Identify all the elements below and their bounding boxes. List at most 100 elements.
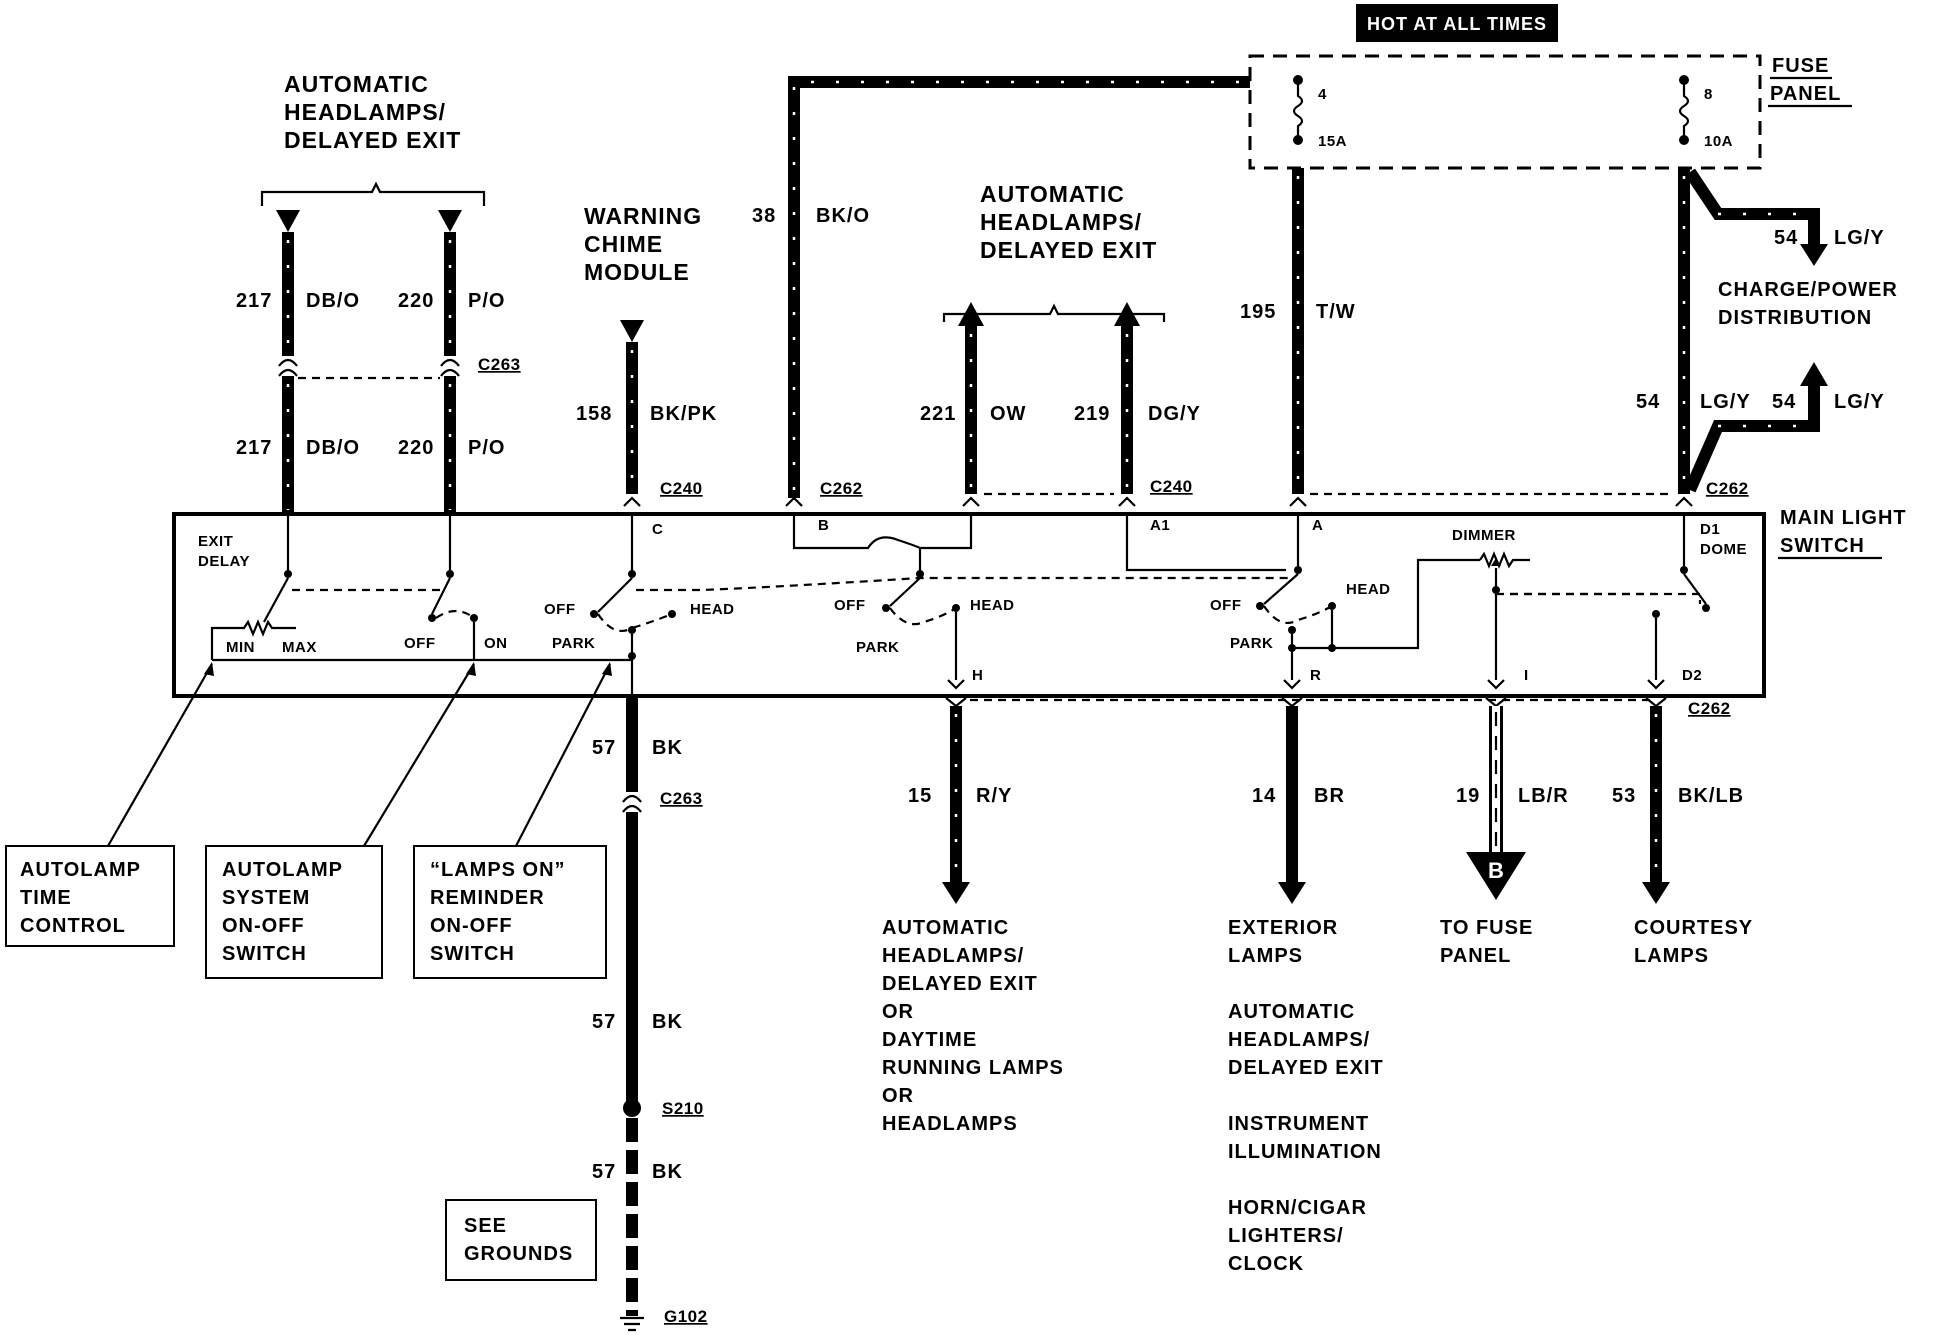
dest-left-line-2: HEADLAMPS/: [284, 99, 446, 125]
pin-d1: D1: [1700, 521, 1720, 538]
out-ry-2: HEADLAMPS/: [882, 945, 1024, 967]
switch-label-2: SWITCH: [1780, 535, 1865, 557]
w217-color-top: DB/O: [306, 290, 360, 312]
w221-color: OW: [990, 403, 1026, 425]
connector-c240-right: C240: [1150, 477, 1193, 496]
fuse-b-number: 8: [1704, 86, 1713, 103]
dest-warning-chime: WARNING CHIME MODULE 158 BK/PK C240: [576, 203, 716, 498]
pin-b: B: [818, 517, 829, 534]
wire-221: 221 OW: [920, 302, 1026, 494]
wire-219: 219 DG/Y: [1074, 302, 1201, 494]
callout-system-3: ON-OFF: [222, 915, 305, 937]
callout-see-grounds: SEE GROUNDS: [445, 1199, 597, 1281]
charge-line-2: DISTRIBUTION: [1718, 307, 1872, 329]
dest-auto-headlamps-mid: AUTOMATIC HEADLAMPS/ DELAYED EXIT: [942, 181, 1166, 322]
courtesy-2: LAMPS: [1634, 945, 1709, 967]
w220-color-bottom: P/O: [468, 437, 505, 459]
callout-lamps-3: ON-OFF: [430, 915, 513, 937]
callout-autolamp-time-control: AUTOLAMP TIME CONTROL: [5, 845, 175, 947]
pin-r: R: [1310, 667, 1321, 684]
fuse-panel-label-2: PANEL: [1770, 83, 1841, 105]
connector-c262-top-right: C262: [1706, 479, 1749, 498]
fuse-panel-label-1: FUSE: [1772, 55, 1829, 77]
w19-num: 19: [1456, 785, 1480, 807]
callout-system-4: SWITCH: [222, 943, 307, 965]
w57-num-2: 57: [592, 1011, 616, 1033]
pin-a1: A1: [1150, 517, 1170, 534]
w14-num: 14: [1252, 785, 1276, 807]
dest-mid-line-3: DELAYED EXIT: [980, 237, 1157, 263]
fuse-panel-ref-triangle: [1466, 852, 1526, 900]
label-min: MIN: [226, 639, 255, 656]
out-br-d-2: LIGHTERS/: [1228, 1225, 1344, 1247]
callout-line-time: [107, 663, 213, 847]
chime-line-2: CHIME: [584, 231, 663, 257]
pin-c: C: [652, 521, 663, 538]
label-head-1: HEAD: [690, 601, 735, 618]
chime-line-1: WARNING: [584, 203, 702, 229]
label-max: MAX: [282, 639, 317, 656]
w57-num-3: 57: [592, 1161, 616, 1183]
w54-color-right: LG/Y: [1834, 391, 1885, 413]
dest-courtesy-lamps: COURTESY LAMPS: [1634, 917, 1752, 967]
pin-h: H: [972, 667, 983, 684]
w158-num: 158: [576, 403, 612, 425]
w54-num-mid: 54: [1636, 391, 1660, 413]
fuse-panel: FUSE PANEL 4 15A 8 10A: [1248, 54, 1852, 170]
main-light-switch: MAIN LIGHT SWITCH C B A1 A D1 DOME EXIT …: [172, 496, 1907, 698]
out-ry-5: DAYTIME: [882, 1029, 977, 1051]
w57-color-1: BK: [652, 737, 683, 759]
callout-lamps-1: “LAMPS ON”: [430, 859, 566, 881]
callout-system-1: AUTOLAMP: [222, 859, 343, 881]
label-off-4: OFF: [1210, 597, 1242, 614]
w57-color-3: BK: [652, 1161, 683, 1183]
w15-num: 15: [908, 785, 932, 807]
connector-c262-bottom: C262: [1688, 699, 1731, 718]
wire-53: 53 BK/LB: [1612, 697, 1744, 904]
label-park-2: PARK: [856, 639, 899, 656]
w54-color-mid: LG/Y: [1700, 391, 1751, 413]
callout-autolamp-system: AUTOLAMP SYSTEM ON-OFF SWITCH: [205, 845, 383, 979]
w220-num-top: 220: [398, 290, 434, 312]
see-grounds-2: GROUNDS: [464, 1243, 573, 1265]
chime-line-3: MODULE: [584, 259, 690, 285]
out-br-b-3: DELAYED EXIT: [1228, 1057, 1384, 1079]
ground-g102: G102: [664, 1307, 708, 1326]
callout-time-2: TIME: [20, 887, 72, 909]
w217-num-top: 217: [236, 290, 272, 312]
to-fuse-2: PANEL: [1440, 945, 1511, 967]
connector-c240-left: C240: [660, 479, 703, 498]
switch-label-1: MAIN LIGHT: [1780, 507, 1907, 529]
out-br-d-3: CLOCK: [1228, 1253, 1304, 1275]
fuse-ref-letter: B: [1488, 858, 1504, 883]
connector-c263-top: C263: [478, 355, 521, 374]
wire-15: 15 R/Y: [908, 697, 1012, 904]
wire-220: 220 P/O 220 P/O: [398, 232, 505, 514]
pin-i: I: [1524, 667, 1529, 684]
label-head-3: HEAD: [1346, 581, 1391, 598]
dest-br-output: EXTERIOR LAMPS AUTOMATIC HEADLAMPS/ DELA…: [1228, 917, 1384, 1275]
label-dimmer: DIMMER: [1452, 527, 1516, 544]
out-br-c-2: ILLUMINATION: [1228, 1141, 1382, 1163]
connector-c263-bottom: C263: [660, 789, 703, 808]
w14-color: BR: [1314, 785, 1345, 807]
wire-19: B 19 LB/R: [1456, 697, 1568, 900]
out-br-b-1: AUTOMATIC: [1228, 1001, 1355, 1023]
w54-color-top: LG/Y: [1834, 227, 1885, 249]
label-on: ON: [484, 635, 508, 652]
w15-color: R/Y: [976, 785, 1012, 807]
label-exit: EXIT: [198, 533, 233, 550]
w57-color-2: BK: [652, 1011, 683, 1033]
to-fuse-1: TO FUSE: [1440, 917, 1533, 939]
w219-color: DG/Y: [1148, 403, 1201, 425]
w54-num-right: 54: [1772, 391, 1796, 413]
wire-217: 217 DB/O 217 DB/O: [236, 232, 360, 514]
hot-label: HOT AT ALL TIMES: [1367, 14, 1547, 34]
out-br-c-1: INSTRUMENT: [1228, 1113, 1369, 1135]
charge-line-1: CHARGE/POWER: [1718, 279, 1898, 301]
dest-mid-line-1: AUTOMATIC: [980, 181, 1125, 207]
w195-num: 195: [1240, 301, 1276, 323]
fuse-a-number: 4: [1318, 86, 1327, 103]
callout-line-lamps-on: [515, 663, 611, 847]
w53-color: BK/LB: [1678, 785, 1744, 807]
